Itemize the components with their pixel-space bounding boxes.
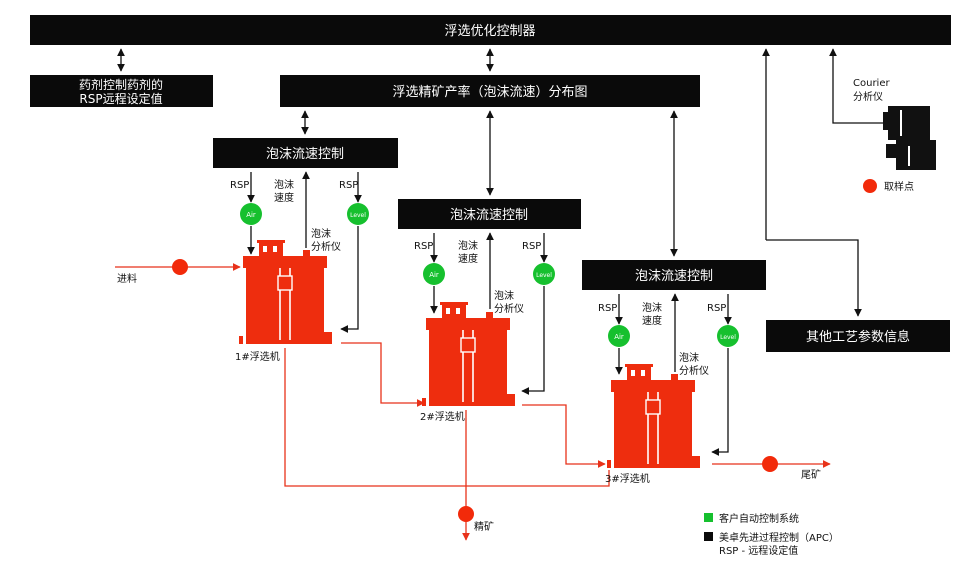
froth-analyzer-3a: 泡沫 (679, 351, 699, 364)
rsp-right-3: RSP (707, 303, 726, 314)
cell-label-3: 3#浮选机 (605, 472, 650, 485)
courier-label-1: Courier (853, 78, 890, 89)
rsp-right-2: RSP (522, 241, 541, 252)
sampling-point-tailings (762, 456, 778, 472)
level-node-1: Level (347, 203, 369, 225)
froth-speed-2b: 速度 (458, 252, 478, 265)
legend-rsp-note: RSP - 远程设定值 (719, 544, 798, 557)
flotation-cell-2 (421, 301, 516, 407)
flotation-cell-3 (606, 363, 701, 469)
froth-control-title-1: 泡沫流速控制 (266, 147, 344, 162)
air-node-label-2: Air (429, 271, 439, 279)
froth-control-box-3: 泡沫流速控制 (582, 260, 766, 290)
flotation-cell-1 (238, 239, 333, 345)
tailings-label: 尾矿 (801, 468, 821, 481)
legend: 客户自动控制系统 美卓先进过程控制（APC） RSP - 远程设定值 (704, 512, 839, 557)
rsp-left-1: RSP (230, 180, 249, 191)
sampling-point-legend-label: 取样点 (884, 180, 914, 193)
level-node-label-2: Level (536, 272, 552, 279)
sampling-point-concentrate (458, 506, 474, 522)
froth-speed-3b: 速度 (642, 314, 662, 327)
courier-analyzer-icon (883, 106, 936, 170)
top-controller-title: 浮选优化控制器 (444, 24, 535, 39)
cell-label-1: 1#浮选机 (235, 350, 280, 363)
other-params-title: 其他工艺参数信息 (806, 329, 910, 345)
froth-control-box-1: 泡沫流速控制 (213, 138, 398, 168)
level-node-label-1: Level (350, 212, 366, 219)
reagent-rsp-line2: RSP远程设定值 (79, 91, 162, 106)
sampling-point-legend-dot (863, 179, 877, 193)
air-node-2: Air (423, 263, 445, 285)
level-node-3: Level (717, 325, 739, 347)
froth-analyzer-1b: 分析仪 (311, 240, 341, 253)
froth-speed-1a: 泡沫 (274, 178, 294, 191)
level-node-label-3: Level (720, 334, 736, 341)
top-controller-box: 浮选优化控制器 (30, 15, 951, 45)
air-node-label-3: Air (614, 333, 624, 341)
air-node-3: Air (608, 325, 630, 347)
legend-green-label: 客户自动控制系统 (719, 512, 799, 525)
concentrate-label: 精矿 (474, 520, 494, 533)
distribution-box: 浮选精矿产率（泡沫流速）分布图 (280, 75, 700, 107)
froth-control-title-3: 泡沫流速控制 (635, 269, 713, 284)
air-node-label-1: Air (246, 211, 256, 219)
rsp-left-2: RSP (414, 241, 433, 252)
rsp-right-1: RSP (339, 180, 358, 191)
legend-black-swatch (704, 532, 713, 541)
froth-analyzer-1a: 泡沫 (311, 227, 331, 240)
level-node-2: Level (533, 263, 555, 285)
other-params-box: 其他工艺参数信息 (766, 320, 950, 352)
froth-control-title-2: 泡沫流速控制 (450, 208, 528, 223)
rsp-left-3: RSP (598, 303, 617, 314)
control-arrows (117, 48, 883, 456)
froth-analyzer-2a: 泡沫 (494, 289, 514, 302)
froth-analyzer-3b: 分析仪 (679, 364, 709, 377)
froth-speed-2a: 泡沫 (458, 239, 478, 252)
froth-speed-1b: 速度 (274, 191, 294, 204)
air-node-1: Air (240, 203, 262, 225)
feed-label: 进料 (117, 272, 137, 285)
legend-black-label: 美卓先进过程控制（APC） (719, 531, 839, 544)
sampling-point-feed (172, 259, 188, 275)
reagent-rsp-line1: 药剂控制药剂的 (79, 77, 163, 92)
distribution-title: 浮选精矿产率（泡沫流速）分布图 (392, 84, 587, 100)
froth-speed-3a: 泡沫 (642, 301, 662, 314)
froth-analyzer-2b: 分析仪 (494, 302, 524, 315)
cell-label-2: 2#浮选机 (420, 410, 465, 423)
courier-label-2: 分析仪 (853, 90, 883, 103)
reagent-rsp-box: 药剂控制药剂的 RSP远程设定值 (30, 75, 213, 107)
froth-control-box-2: 泡沫流速控制 (398, 199, 581, 229)
legend-green-swatch (704, 513, 713, 522)
